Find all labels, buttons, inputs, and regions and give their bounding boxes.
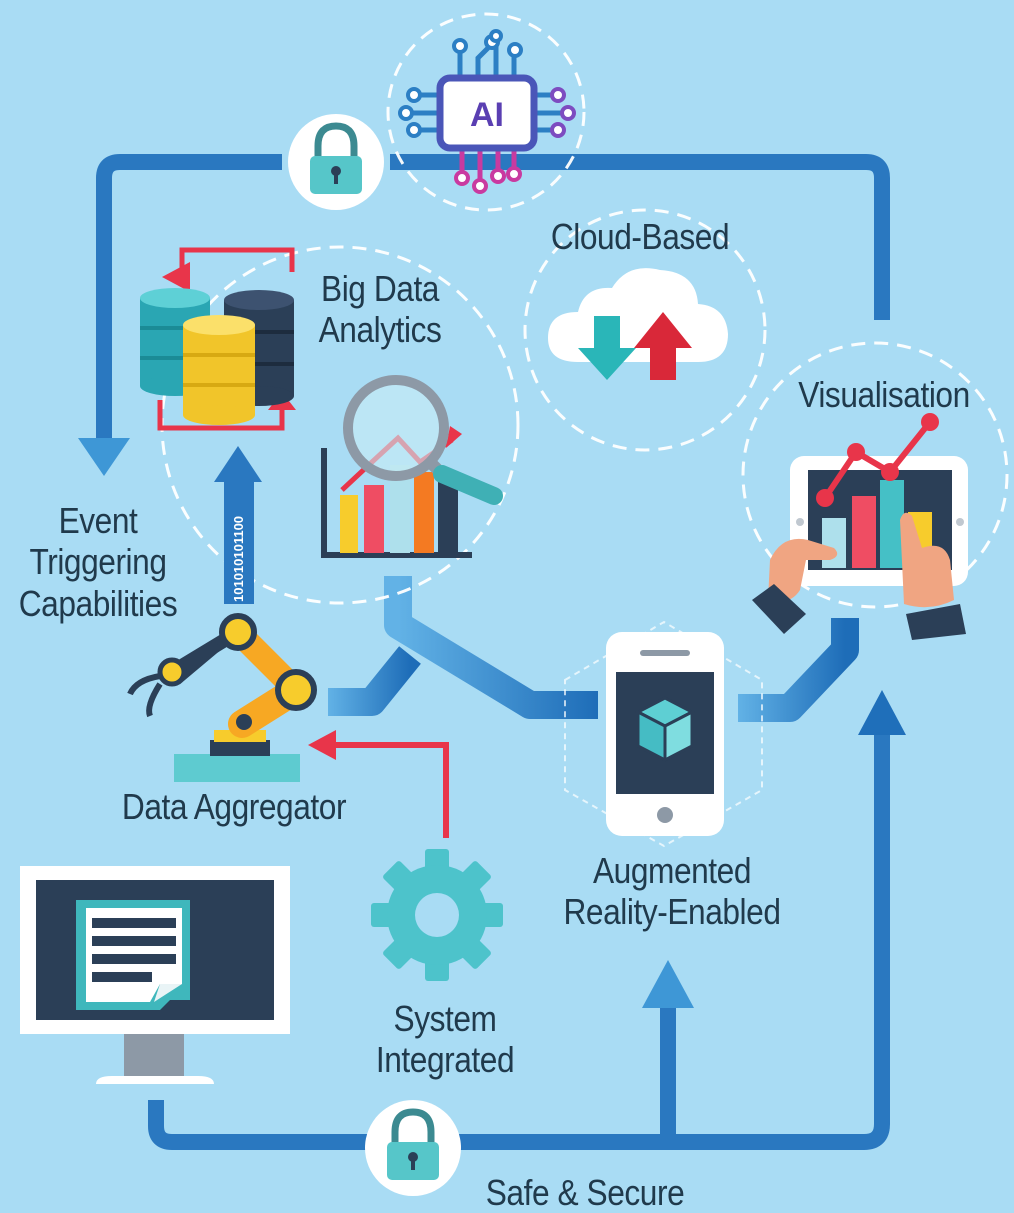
database-icon [140, 247, 296, 431]
lock-icon [365, 1100, 461, 1196]
event-label-line1: Event [58, 500, 138, 541]
system-integrated-label: System Integrated [353, 998, 538, 1081]
cube-icon [634, 696, 696, 763]
big-data-label: Big Data Analytics [301, 268, 459, 351]
ar-label-line1: Augmented [592, 850, 752, 891]
monitor-icon [20, 866, 290, 1084]
magnifier-chart-icon [321, 375, 503, 558]
event-arrow-head [78, 438, 130, 476]
lock-icon [288, 114, 384, 210]
ai-dashed-ring [386, 12, 586, 212]
cloud-label: Cloud-Based [550, 216, 730, 257]
smartphone-icon [564, 620, 763, 848]
event-label-line3: Capabilities [18, 582, 178, 624]
tablet-chart-icon [752, 413, 968, 640]
system-to-aggregator-arrow [308, 730, 449, 838]
top-loop-pipe [96, 154, 890, 1150]
visualisation-label: Visualisation [798, 374, 970, 415]
event-triggering-label: Event Triggering Capabilities [12, 500, 184, 624]
big-data-label-line1: Big Data [320, 268, 439, 309]
safe-secure-label: Safe & Secure [485, 1172, 685, 1213]
visualisation-dashed-ring [741, 341, 1009, 609]
ar-up-arrow-head [642, 960, 694, 1008]
gear-icon [371, 849, 503, 981]
big-data-label-line2: Analytics [318, 309, 442, 351]
robot-arm-icon [127, 613, 317, 782]
event-label-line2: Triggering [29, 541, 167, 583]
left-hand [768, 538, 838, 602]
binary-upload-arrow: 101010101100 [214, 446, 262, 604]
left-sleeve [752, 584, 806, 634]
cloud-dashed-ring [523, 208, 767, 452]
binary-label: 101010101100 [231, 516, 246, 602]
ai-chip-icon: AI [398, 29, 576, 194]
right-sleeve [906, 604, 966, 640]
system-label-line2: Integrated [375, 1039, 515, 1081]
system-label-line1: System [393, 998, 497, 1039]
document-icon [76, 900, 190, 1010]
data-aggregator-label: Data Aggregator [121, 786, 347, 827]
download-arrow-icon [578, 316, 636, 380]
visual-up-arrow-head [858, 690, 906, 735]
ai-chip-label: AI [470, 96, 504, 134]
ar-label-line2: Reality-Enabled [563, 891, 781, 933]
cloud-icon [548, 268, 728, 380]
right-hand [900, 512, 954, 608]
augmented-reality-label: Augmented Reality-Enabled [556, 850, 788, 933]
upload-arrow-icon [634, 312, 692, 380]
